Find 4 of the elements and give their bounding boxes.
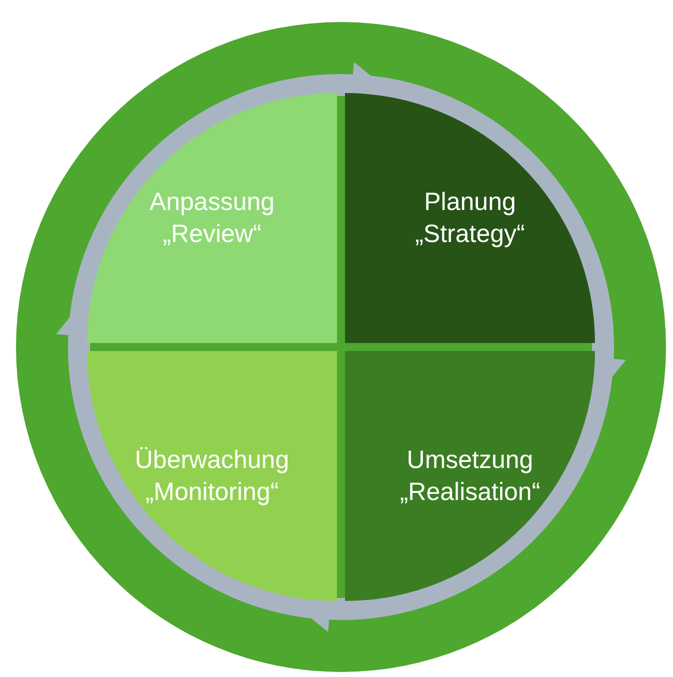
quadrant-label: Umsetzung „Realisation“ <box>398 444 542 508</box>
quadrant-label: Planung „Strategy“ <box>414 186 526 250</box>
quadrant-label: Anpassung „Review“ <box>148 186 276 250</box>
quadrant-label: Überwachung „Monitoring“ <box>134 444 290 508</box>
